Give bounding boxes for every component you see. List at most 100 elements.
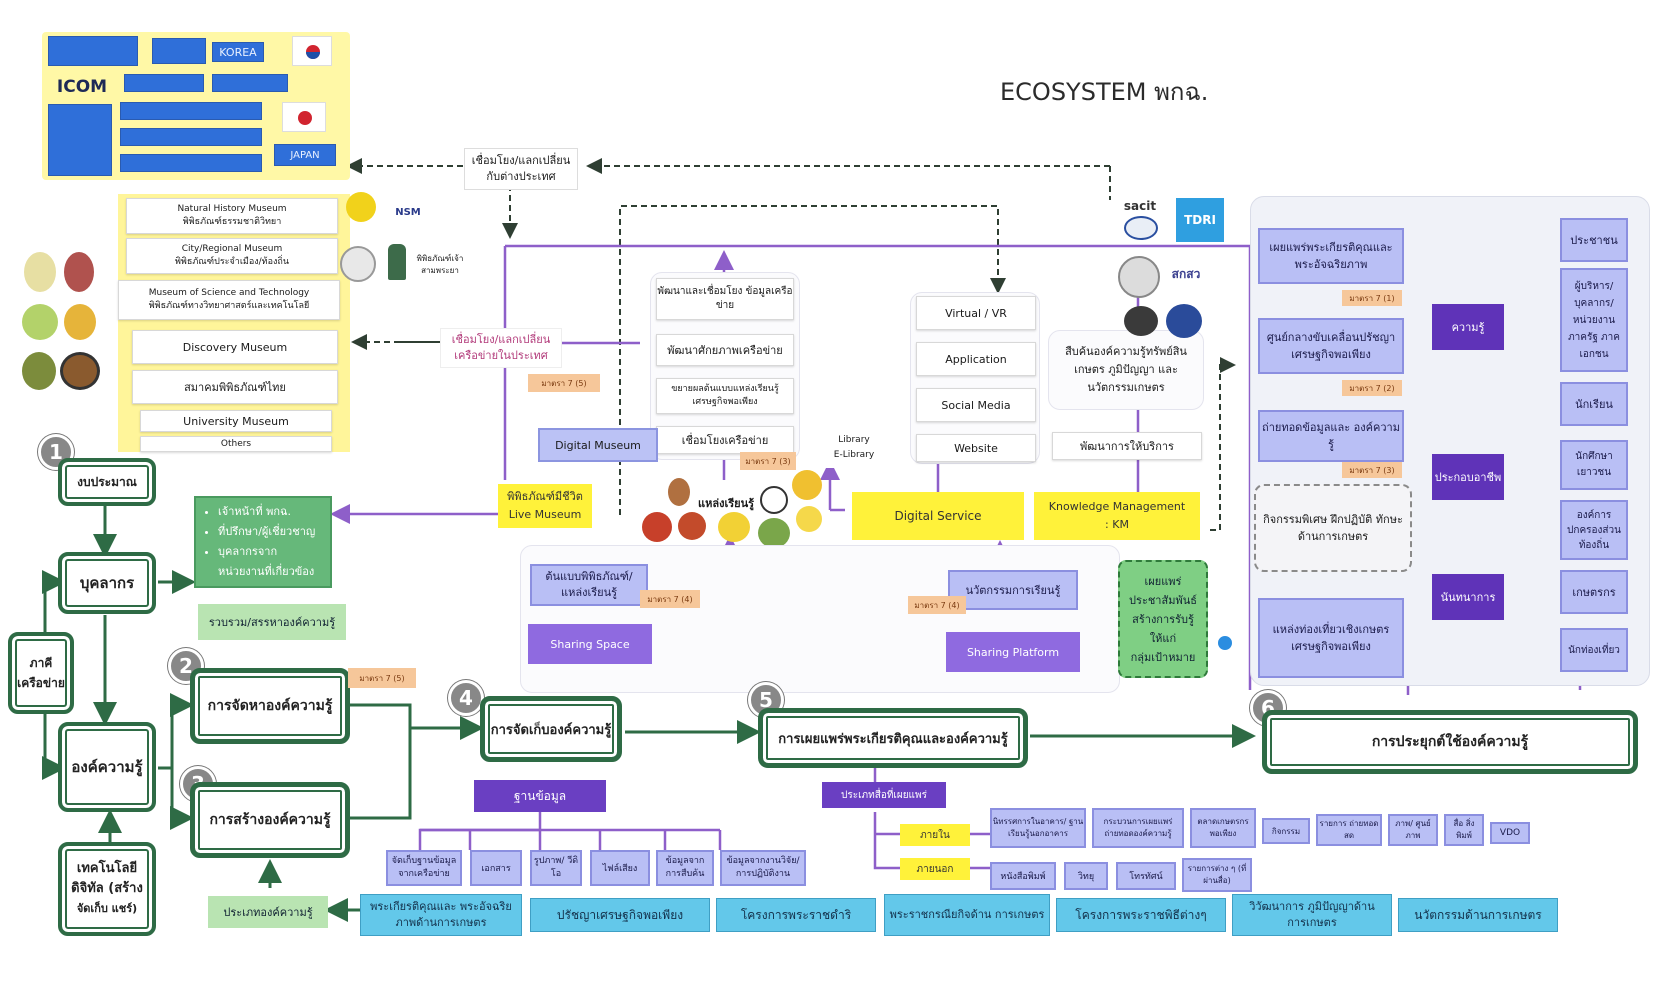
museum-seal-icon <box>340 246 376 282</box>
law-tag: มาตรา 7 (5) <box>348 668 416 688</box>
learning-logo-icon <box>760 486 788 514</box>
learning-center-label: แหล่งเรียนรู้ <box>694 492 758 514</box>
model-museum-box: ต้นแบบพิพิธภัณฑ์/ แหล่งเรียนรู้ <box>530 564 648 606</box>
icom-logo: ICOM <box>50 74 114 100</box>
knowledge-inherit-box: สืบค้นองค์ความรู้ทรัพย์สิน เกษตร ภูมิปัญ… <box>1048 330 1204 410</box>
step6-box: การประยุกต์ใช้องค์ความรู้ <box>1262 710 1638 774</box>
audience-item: นักศึกษา เยาวชน <box>1560 440 1628 490</box>
knowledge-category: นวัตกรรมด้านการเกษตร <box>1398 898 1558 932</box>
intl-org-button <box>212 74 288 92</box>
library-line2: E-Library <box>833 450 875 460</box>
audience-item: องค์การ ปกครองส่วน ท้องถิ่น <box>1560 500 1628 560</box>
online-item: กระบวนการเผยแพร่ ถ่ายทอดองค์ความรู้ <box>1092 808 1184 848</box>
step3-box: การสร้างองค์ความรู้ <box>190 782 350 858</box>
offline-item: โทรทัศน์ <box>1116 862 1176 890</box>
knowledge-inherit-line: เกษตร ภูมิปัญญา และ <box>1074 363 1178 376</box>
online-item: VDO <box>1490 822 1530 844</box>
online-item: ภาพ/ ศูนย์ภาพ <box>1388 814 1438 846</box>
learning-logo-icon <box>758 518 790 548</box>
live-museum-line1: พิพิธภัณฑ์มีชีวิต <box>507 490 583 503</box>
promote-box: เผยแพร่ ประชาสัมพันธ์ สร้างการรับรู้ ให้… <box>1118 560 1208 678</box>
museum-name-en: Natural History Museum <box>177 204 287 214</box>
outcome-item: ศูนย์กลางขับเคลื่อนปรัชญา เศรษฐกิจพอเพีย… <box>1258 318 1404 374</box>
library-line1: Library <box>838 435 870 445</box>
royal-emblem-icon <box>64 304 96 340</box>
staff-bullet: ที่ปรึกษา/ผู้เชี่ยวชาญ <box>218 522 324 542</box>
law-tag: มาตรา 7 (1) <box>1342 290 1402 306</box>
law-tag: มาตรา 7 (4) <box>640 590 700 608</box>
museum-discovery: Discovery Museum <box>132 330 338 364</box>
model-museum-line2: แหล่งเรียนรู้ <box>561 586 617 599</box>
royal-emblem-icon <box>64 252 94 292</box>
exchange-domestic-line2: เครือข่ายในประเทศ <box>454 349 548 362</box>
law-tag: มาตรา 7 (3) <box>1342 462 1402 478</box>
museum-others: Others <box>140 436 332 452</box>
intl-org-button <box>120 128 262 146</box>
promote-line: ให้แก่ <box>1149 631 1177 645</box>
knowledge-box: องค์ความรู้ <box>58 722 156 812</box>
staff-box: เจ้าหน้าที่ พกฉ. ที่ปรึกษา/ผู้เชี่ยวชาญ … <box>194 496 332 588</box>
learning-innovation-box: นวัตกรรมการเรียนรู้ <box>948 570 1078 610</box>
km-line1: Knowledge Management <box>1048 500 1186 513</box>
sharing-platform-box: Sharing Platform <box>946 632 1080 672</box>
intl-org-block <box>48 104 112 176</box>
offline-label: ภายนอก <box>900 858 970 880</box>
channel-website: Website <box>916 434 1036 462</box>
audience-item: ประชาชน <box>1560 218 1628 262</box>
step5-box: การเผยแพร่พระเกียรติคุณและองค์ความรู้ <box>758 708 1028 768</box>
library-box: Library E-Library <box>808 428 900 468</box>
promote-line: ประชาสัมพันธ์ <box>1129 593 1197 607</box>
partner-box: ภาคี เครือข่าย <box>8 632 74 714</box>
japan-label: JAPAN <box>274 144 336 166</box>
audience-item: เกษตรกร <box>1560 570 1628 614</box>
promote-line: สร้างการรับรู้ <box>1132 612 1194 626</box>
network-dev-item: เชื่อมโยงเครือข่าย <box>656 426 794 454</box>
knowledge-category: โครงการพระราชพิธีต่างๆ <box>1056 898 1226 932</box>
museum-network-panel <box>118 194 350 452</box>
museum-association: สมาคมพิพิธภัณฑ์ไทย <box>132 370 338 404</box>
staff-bullet-cont: หน่วยงานที่เกี่ยวข้อง <box>218 565 315 578</box>
staff-list: เจ้าหน้าที่ พกฉ. ที่ปรึกษา/ผู้เชี่ยวชาญ … <box>206 502 324 562</box>
purpose-knowledge: ความรู้ <box>1432 304 1504 350</box>
network-dev-item: ขยายผลต้นแบบแหล่งเรียนรู้ เศรษฐกิจพอเพีย… <box>656 378 794 414</box>
knowledge-category: วิวัฒนาการ ภูมิปัญญาด้าน การเกษตร <box>1232 894 1392 936</box>
learning-logo-icon <box>792 470 822 500</box>
digital-museum-box: Digital Museum <box>538 428 658 462</box>
knowledge-inherit-line: สืบค้นองค์ความรู้ทรัพย์สิน <box>1065 345 1187 358</box>
channel-social-media: Social Media <box>916 388 1036 422</box>
royal-emblem-icon <box>22 304 58 340</box>
learning-logo-icon <box>668 478 690 506</box>
royal-emblem-icon <box>24 252 56 292</box>
audience-item: นักท่องเที่ยว <box>1560 628 1628 672</box>
offline-item: วิทยุ <box>1064 862 1108 890</box>
channel-application: Application <box>916 342 1036 376</box>
digital-service-box: Digital Service <box>852 492 1024 540</box>
museum-city-regional: City/Regional Museum พิพิธภัณฑ์ประจำเมือ… <box>126 238 338 274</box>
museum-emblem-icon <box>388 244 406 280</box>
nsm-logo: NSM <box>395 206 421 218</box>
tdri-logo: TDRI <box>1176 198 1224 242</box>
online-item: ตลาดเกษตรกร พอเพียง <box>1190 808 1256 848</box>
step-number-4: 4 <box>448 680 484 716</box>
museum-natural-history: Natural History Museum พิพิธภัณฑ์ธรรมชาต… <box>126 198 338 234</box>
intl-org-button <box>48 36 138 66</box>
sacit-30-logo-icon <box>1124 216 1158 240</box>
learning-logo-icon <box>642 512 672 542</box>
tech-line3: จัดเก็บ แชร์) <box>76 902 138 915</box>
royal-emblem-icon <box>60 352 100 390</box>
museum-emblem-caption: พิพิธภัณฑ์เจ้า สามพระยา <box>416 254 464 275</box>
network-dev-item: พัฒนาและเชื่อมโยง ข้อมูลเครือข่าย <box>656 278 794 320</box>
page-title: ECOSYSTEM พกฉ. <box>1000 78 1209 106</box>
museum-name-th: พิพิธภัณฑ์ทางวิทยาศาสตร์และเทคโนโลยี <box>148 301 310 311</box>
step4-box: การจัดเก็บองค์ความรู้ <box>480 696 622 762</box>
partner-line2: เครือข่าย <box>17 676 65 690</box>
partner-line1: ภาคี <box>29 656 53 670</box>
database-box: ฐานข้อมูล <box>474 780 606 812</box>
db-item: ไฟล์เสียง <box>590 850 650 886</box>
db-item: ข้อมูลจากงานวิจัย/ การปฏิบัติงาน <box>720 850 806 886</box>
law-tag: มาตรา 7 (3) <box>740 452 796 470</box>
outcome-item: เผยแพร่พระเกียรติคุณและ พระอัจฉริยภาพ <box>1258 228 1404 284</box>
offline-item: รายการต่าง ๆ (ที่ผ่านสื่อ) <box>1182 858 1252 892</box>
promote-line: กลุ่มเป้าหมาย <box>1130 650 1196 664</box>
tech-line2: ดิจิทัล (สร้าง <box>71 881 143 896</box>
